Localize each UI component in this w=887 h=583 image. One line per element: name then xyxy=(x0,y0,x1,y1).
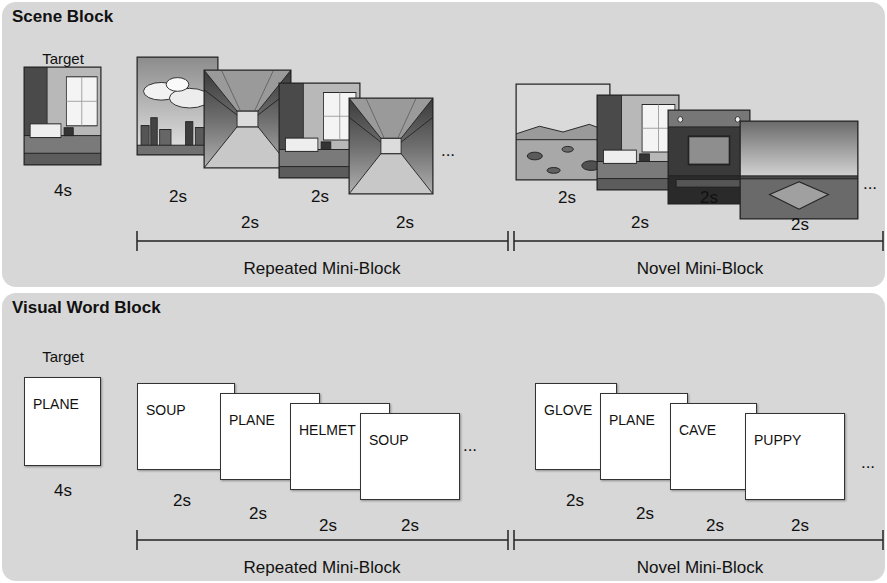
duration-label: 2s xyxy=(249,505,267,522)
word-text: CAVE xyxy=(679,422,716,438)
panel-title: Scene Block xyxy=(12,7,113,27)
mini-block-label: Novel Mini-Block xyxy=(637,260,764,277)
word-text: HELMET xyxy=(299,422,356,438)
duration-label: 2s xyxy=(791,517,809,534)
mini-block-label: Novel Mini-Block xyxy=(637,559,764,576)
duration-label: 2s xyxy=(700,189,718,206)
word-text: PLANE xyxy=(33,396,79,412)
ellipsis: ... xyxy=(861,454,875,471)
duration-label: 2s xyxy=(706,517,724,534)
block-panel: Visual Word BlockPLANE SOUP PLANE HELMET SOU… xyxy=(2,293,885,581)
ellipsis: ... xyxy=(463,437,477,454)
duration-label: 2s xyxy=(173,492,191,509)
word-text: PLANE xyxy=(609,412,655,428)
duration-label: 2s xyxy=(311,188,329,205)
duration-label: 2s xyxy=(396,214,414,231)
word-text: SOUP xyxy=(369,432,409,448)
panel-title: Visual Word Block xyxy=(12,298,161,318)
panel-ground xyxy=(2,293,885,581)
ellipsis: ... xyxy=(863,175,877,192)
word-text: PLANE xyxy=(229,412,275,428)
duration-label: 2s xyxy=(241,214,259,231)
scene-photo xyxy=(24,57,858,219)
duration-label: 2s xyxy=(169,188,187,205)
word-card: CAVE xyxy=(670,403,757,490)
duration-label: 4s xyxy=(54,182,72,199)
duration-label: 2s xyxy=(401,517,419,534)
mini-block-bracket xyxy=(137,231,883,550)
duration-label: 2s xyxy=(566,492,584,509)
mini-block-label: Repeated Mini-Block xyxy=(244,260,401,277)
target-label: Target xyxy=(42,51,84,66)
duration-label: 2s xyxy=(636,505,654,522)
word-card: PLANE xyxy=(24,377,101,466)
word-text: PUPPY xyxy=(754,432,801,448)
ellipsis: ... xyxy=(441,142,455,159)
duration-label: 4s xyxy=(54,482,72,499)
word-text: GLOVE xyxy=(544,402,592,418)
target-label: Target xyxy=(42,349,84,364)
panel-ground xyxy=(2,2,885,287)
duration-label: 2s xyxy=(558,189,576,206)
word-card: SOUP xyxy=(360,413,460,500)
duration-label: 2s xyxy=(631,214,649,231)
mini-block-label: Repeated Mini-Block xyxy=(244,559,401,576)
duration-label: 2s xyxy=(791,216,809,233)
word-text: SOUP xyxy=(146,402,186,418)
word-card: PUPPY xyxy=(745,413,845,500)
duration-label: 2s xyxy=(319,517,337,534)
